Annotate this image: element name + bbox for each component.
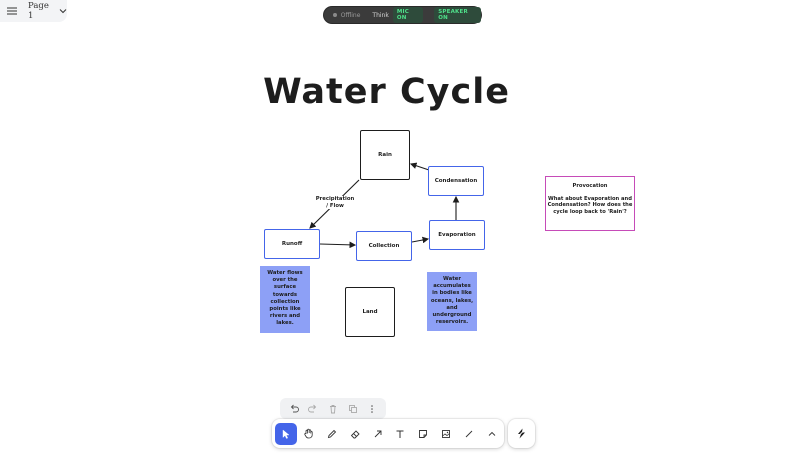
provocation-card[interactable]: Provocation What about Evaporation and C… [545, 176, 635, 231]
chevron-up-icon[interactable] [481, 423, 503, 445]
note-icon[interactable] [412, 423, 434, 445]
node-land[interactable]: Land [345, 287, 395, 337]
select-icon[interactable] [275, 422, 297, 445]
node-collection[interactable]: Collection [356, 231, 412, 261]
ai-bolt-icon [516, 424, 527, 443]
duplicate-icon[interactable] [346, 402, 360, 416]
page-menu[interactable]: Page 1 [0, 0, 67, 22]
edge-label-line-2: / Flow [326, 202, 344, 209]
more-icon[interactable] [365, 402, 379, 416]
mic-toggle[interactable]: MIC ON [392, 7, 424, 23]
node-label: Condensation [434, 178, 478, 184]
node-condensation[interactable]: Condensation [428, 166, 484, 196]
offline-dot-icon [333, 13, 337, 17]
node-evaporation[interactable]: Evaporation [429, 220, 485, 250]
hand-icon[interactable] [298, 423, 320, 445]
image-icon[interactable] [435, 423, 457, 445]
node-label: Runoff [281, 241, 303, 247]
trash-icon[interactable] [326, 402, 340, 416]
arrow-icon[interactable] [367, 423, 389, 445]
think-toggle[interactable]: Think [372, 11, 389, 19]
edge-condensation-rain [409, 162, 430, 171]
node-label: Evaporation [438, 232, 476, 238]
page-name[interactable]: Page 1 [28, 1, 49, 21]
edge-label-precipitation[interactable]: Precipitation / Flow [314, 196, 356, 209]
sticky-note-collection[interactable]: Water accumulates in bodies like oceans,… [427, 272, 477, 331]
main-toolbar [272, 419, 504, 448]
node-label: Collection [368, 243, 400, 249]
status-pill: Offline Think MIC ON SPEAKER ON [324, 7, 481, 23]
node-runoff[interactable]: Runoff [264, 229, 320, 259]
hamburger-menu-icon[interactable] [7, 6, 17, 16]
ai-assistant-button[interactable] [508, 419, 535, 448]
redo-icon[interactable] [306, 402, 320, 416]
offline-status: Offline [340, 11, 361, 19]
edge-collection-evaporation [411, 236, 430, 244]
sticky-note-runoff[interactable]: Water flows over the surface towards col… [260, 266, 310, 333]
text-icon[interactable] [390, 423, 412, 445]
eraser-icon[interactable] [344, 423, 366, 445]
pencil-icon[interactable] [321, 423, 343, 445]
undo-icon[interactable] [287, 402, 301, 416]
node-label: Land [362, 309, 378, 315]
edge-runoff-collection [319, 241, 357, 249]
line-icon[interactable] [458, 423, 480, 445]
chevron-down-icon[interactable] [59, 7, 67, 15]
provocation-body: What about Evaporation and Condensation?… [547, 195, 633, 215]
node-label: Rain [378, 152, 392, 158]
speaker-toggle[interactable]: SPEAKER ON [434, 7, 481, 23]
edge-label-line-1: Precipitation [315, 196, 355, 202]
action-bar [280, 398, 386, 419]
canvas-title[interactable]: Water Cycle [263, 72, 510, 112]
node-rain[interactable]: Rain [360, 130, 410, 180]
provocation-title: Provocation [572, 183, 608, 189]
